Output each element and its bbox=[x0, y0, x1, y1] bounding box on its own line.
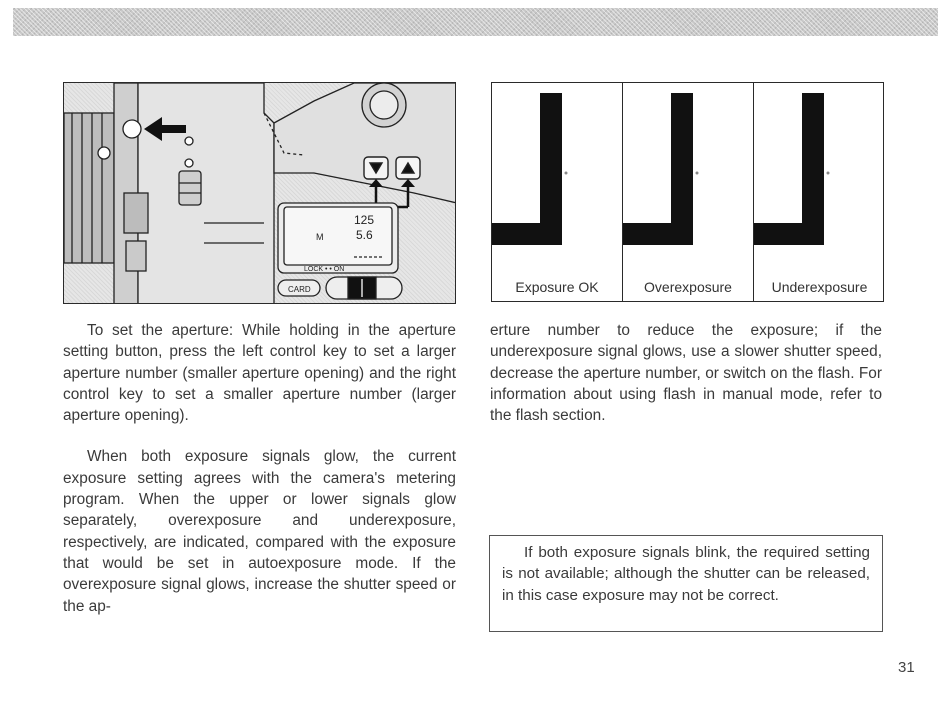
exposure-signals-illustration: Exposure OK Overexposure Underexposure bbox=[491, 82, 884, 302]
panel-exposure-ok: Exposure OK bbox=[492, 83, 623, 301]
panel-overexposure: Overexposure bbox=[623, 83, 754, 301]
card-and-switch: CARD bbox=[277, 276, 403, 300]
camera-aperture-illustration: 125 5.6 M LOCK • • ON CARD bbox=[63, 82, 456, 304]
aperture-button bbox=[122, 119, 142, 139]
right-text-column: erture number to reduce the exposure; if… bbox=[490, 320, 882, 426]
paragraph-exposure-signals: When both exposure signals glow, the cur… bbox=[63, 448, 456, 615]
arrow-to-aperture-button bbox=[144, 117, 186, 141]
lcd-aperture-readout: 5.6 bbox=[356, 228, 373, 242]
lcd-panel: 125 5.6 M LOCK • • ON bbox=[277, 202, 399, 274]
paragraph-aperture: To set the aperture: While holding in th… bbox=[63, 322, 456, 425]
note-text: If both exposure signals blink, the requ… bbox=[502, 544, 870, 604]
top-plate bbox=[263, 83, 455, 204]
page-number: 31 bbox=[898, 659, 915, 676]
panel-label-exposure-ok: Exposure OK bbox=[515, 279, 599, 295]
left-text-column: To set the aperture: While holding in th… bbox=[63, 320, 456, 617]
header-band bbox=[13, 8, 938, 36]
paragraph-continued: erture number to reduce the exposure; if… bbox=[490, 322, 882, 425]
panel-label-overexposure: Overexposure bbox=[644, 279, 732, 295]
note-box: If both exposure signals blink, the requ… bbox=[489, 535, 883, 632]
card-label: CARD bbox=[288, 285, 311, 294]
lcd-lock-on-label: LOCK • • ON bbox=[304, 266, 344, 273]
panel-label-underexposure: Underexposure bbox=[771, 279, 868, 295]
lcd-mode-letter: M bbox=[316, 232, 324, 242]
panel-underexposure: Underexposure bbox=[754, 83, 883, 301]
lcd-shutter-readout: 125 bbox=[354, 213, 374, 227]
